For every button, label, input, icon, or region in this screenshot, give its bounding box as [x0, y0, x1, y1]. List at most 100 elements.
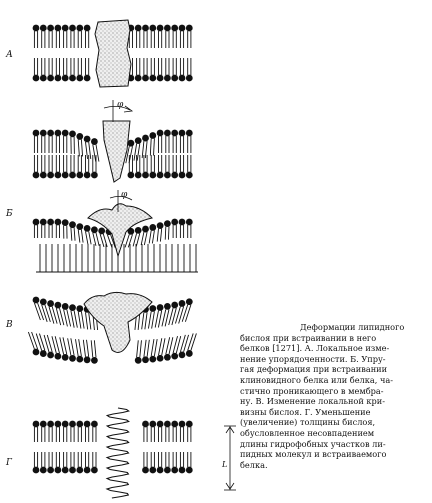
- lipid-head: [47, 171, 54, 179]
- lipid-molecule: [156, 222, 164, 242]
- lipid-tail: [85, 141, 88, 160]
- lipid-tail: [181, 304, 189, 322]
- lipid-tail: [139, 340, 142, 358]
- lipid-tail: [39, 333, 46, 351]
- lipid-tail: [46, 334, 53, 353]
- lipid-head: [185, 24, 193, 32]
- lipid-tail: [179, 334, 186, 352]
- lipid-tail: [44, 304, 51, 323]
- lipid-molecule: [142, 452, 149, 474]
- lipid-molecule: [39, 129, 47, 153]
- lipid-head: [178, 74, 186, 82]
- lipid-tail: [41, 304, 48, 323]
- lipid-head: [54, 24, 62, 32]
- lipid-head: [61, 171, 69, 179]
- lipid-head: [149, 132, 157, 139]
- lipid-head: [156, 74, 164, 82]
- lipid-molecule: [178, 452, 186, 474]
- lipid-molecule: [164, 24, 171, 48]
- lipid-molecule: [127, 155, 135, 179]
- lipid-head: [156, 129, 164, 137]
- lipid-head: [178, 466, 186, 474]
- lipid-molecule: [69, 58, 76, 82]
- lipid-tail: [51, 336, 57, 354]
- lipid-head: [61, 24, 69, 32]
- caption-line: обусловленное несовпадением: [240, 427, 375, 438]
- lipid-molecule: [67, 338, 76, 362]
- lipid-molecule: [164, 129, 171, 153]
- lipid-head: [54, 129, 62, 137]
- lipid-molecule: [90, 340, 98, 364]
- lipid-molecule: [61, 303, 72, 327]
- thickness-label: L: [222, 460, 228, 469]
- lipid-head: [91, 226, 98, 234]
- lipid-head: [156, 466, 164, 474]
- lipid-molecule: [178, 420, 186, 442]
- lipid-head: [156, 304, 164, 311]
- lipid-molecule: [149, 58, 157, 82]
- lipid-tail: [77, 139, 80, 157]
- lipid-tail: [27, 331, 35, 350]
- lipid-head: [156, 222, 164, 230]
- lipid-molecule: [156, 155, 164, 179]
- lipid-tail: [132, 233, 138, 247]
- lipid-molecule: [91, 155, 98, 179]
- lipid-head: [156, 354, 164, 362]
- lipid-molecule: [132, 226, 142, 247]
- thickness-arrow-top: [225, 426, 235, 434]
- caption-line: гая деформация при встраивании: [240, 364, 388, 375]
- lipid-tail: [136, 143, 141, 161]
- angle-phi-label: φ: [117, 100, 124, 110]
- lipid-tail: [67, 338, 72, 356]
- lipid-molecule: [47, 129, 54, 153]
- lipid-tail: [171, 307, 177, 326]
- lipid-molecule: [91, 138, 100, 162]
- lipid-head: [142, 466, 149, 474]
- lipid-tail: [78, 339, 82, 357]
- figure-caption: Деформации липидного бислоя при встраива…: [240, 322, 430, 470]
- lipid-molecule: [164, 337, 174, 361]
- lipid-molecule: [142, 155, 149, 179]
- lipid-tail: [59, 307, 65, 326]
- lipid-head: [178, 218, 186, 226]
- lipid-tail: [153, 138, 155, 156]
- lipid-tail: [148, 230, 152, 244]
- lipid-head: [76, 420, 84, 428]
- lipid-head: [39, 74, 47, 82]
- lipid-head: [83, 466, 91, 474]
- lipid-head: [171, 171, 179, 179]
- lipid-molecule: [83, 24, 91, 48]
- lipid-tail: [144, 312, 148, 330]
- lipid-molecule: [47, 218, 54, 238]
- penetrating-protein: [87, 203, 153, 258]
- lipid-tail: [168, 337, 174, 355]
- lipid-head: [47, 218, 54, 226]
- wedge-protein: [102, 120, 131, 183]
- lipid-molecule: [185, 58, 193, 82]
- lipid-head: [83, 171, 91, 179]
- angle-phi-label-b: φ: [121, 190, 128, 200]
- lipid-molecule: [178, 218, 186, 238]
- lipid-molecule: [178, 129, 186, 153]
- lipid-head: [54, 301, 62, 309]
- lipid-head: [32, 129, 40, 137]
- lipid-molecule: [76, 133, 84, 157]
- lipid-tail: [141, 312, 145, 330]
- caption-line: визны бислоя. Г. Уменьшение: [240, 406, 371, 417]
- lipid-molecule: [39, 24, 47, 48]
- lipid-head: [61, 466, 69, 474]
- lipid-molecule: [91, 226, 100, 246]
- lipid-head: [142, 225, 149, 233]
- lipid-head: [156, 420, 164, 428]
- lipid-molecule: [69, 221, 76, 241]
- lipid-molecule: [142, 24, 149, 48]
- lipid-molecule: [168, 301, 179, 326]
- lipid-molecule: [164, 420, 171, 442]
- caption-line: пидных молекул и встраиваемого: [240, 449, 387, 460]
- lipid-molecule: [142, 420, 149, 442]
- lipid-molecule: [171, 129, 179, 153]
- lipid-tail: [70, 310, 75, 328]
- lipid-head: [164, 171, 171, 179]
- lipid-head: [171, 218, 179, 226]
- lipid-molecule: [149, 24, 157, 48]
